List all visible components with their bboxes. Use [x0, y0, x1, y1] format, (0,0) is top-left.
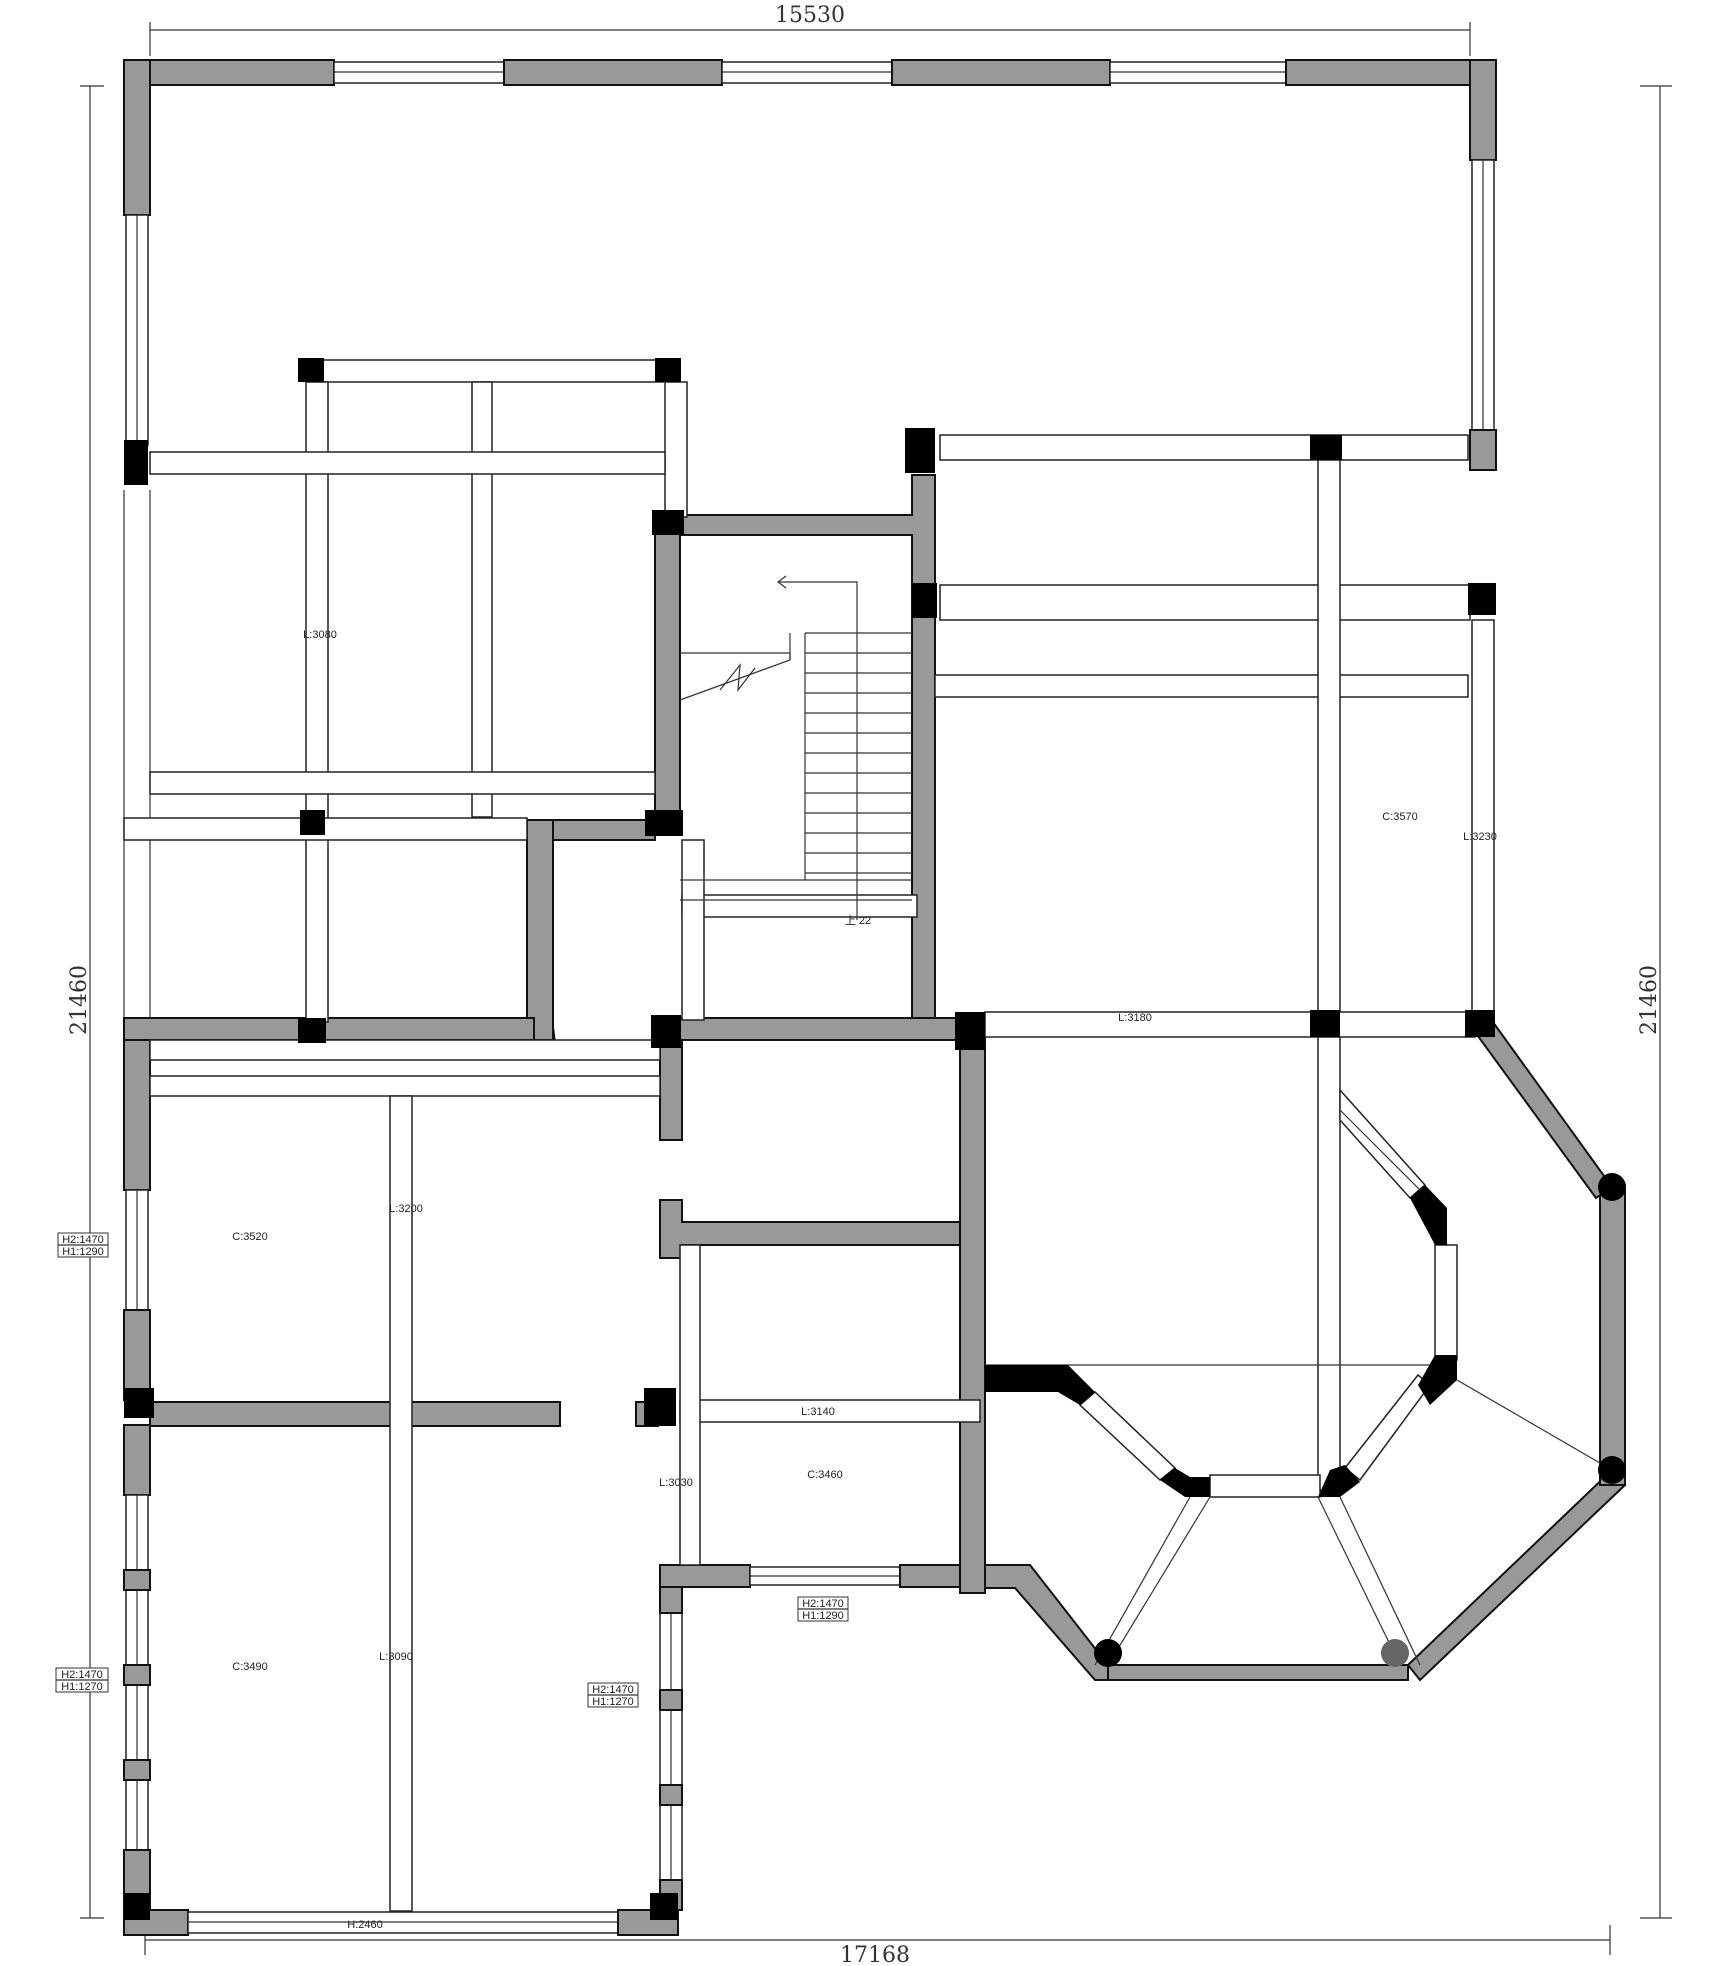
dimension-lines — [80, 22, 1672, 1955]
exterior-walls — [123, 59, 1497, 1936]
window-tag-bottom-h1: H1:1290 — [802, 1610, 844, 1622]
room-labels: L:3080 C:3570 L:3230 上 22 L:3180 C:3520 … — [232, 629, 1497, 1931]
columns — [124, 358, 1626, 1920]
label-c3460: C:3460 — [807, 1469, 842, 1481]
window-tag-left-lower-h2: H2:1470 — [61, 1669, 103, 1681]
label-stair-up: 上 22 — [845, 914, 871, 927]
label-l3180: L:3180 — [1118, 1012, 1152, 1024]
label-c3520: C:3520 — [232, 1231, 267, 1243]
label-c3490: C:3490 — [232, 1661, 267, 1673]
dimension-bottom: 17168 — [840, 1943, 910, 1966]
window-tag-center-h1: H1:1270 — [592, 1696, 634, 1708]
interior-walls — [123, 474, 1627, 1682]
dimension-left: 21460 — [67, 965, 92, 1035]
beams — [123, 359, 1613, 1912]
label-l3030: L:3030 — [659, 1477, 693, 1489]
staircase — [679, 575, 912, 920]
window-tag-bottom-h2: H2:1470 — [802, 1598, 844, 1610]
window-tag-center-h2: H2:1470 — [592, 1684, 634, 1696]
window-tag-left-lower-h1: H1:1270 — [61, 1681, 103, 1693]
window-tag-left-upper-h1: H1:1290 — [62, 1246, 104, 1258]
label-l3200: L:3200 — [389, 1203, 423, 1215]
label-h2460: H:2460 — [347, 1919, 382, 1931]
dimension-right: 21460 — [1637, 965, 1662, 1035]
label-l3140: L:3140 — [801, 1406, 835, 1418]
label-l3080: L:3080 — [303, 629, 337, 641]
label-c3570: C:3570 — [1382, 811, 1417, 823]
label-l3090: L:3090 — [379, 1651, 413, 1663]
dimension-top: 15530 — [775, 3, 845, 28]
window-height-tags: H2:1470 H1:1290 H2:1470 H1:1270 H2:1470 … — [55, 1232, 849, 1708]
window-tag-left-upper-h2: H2:1470 — [62, 1234, 104, 1246]
label-l3230: L:3230 — [1463, 831, 1497, 843]
